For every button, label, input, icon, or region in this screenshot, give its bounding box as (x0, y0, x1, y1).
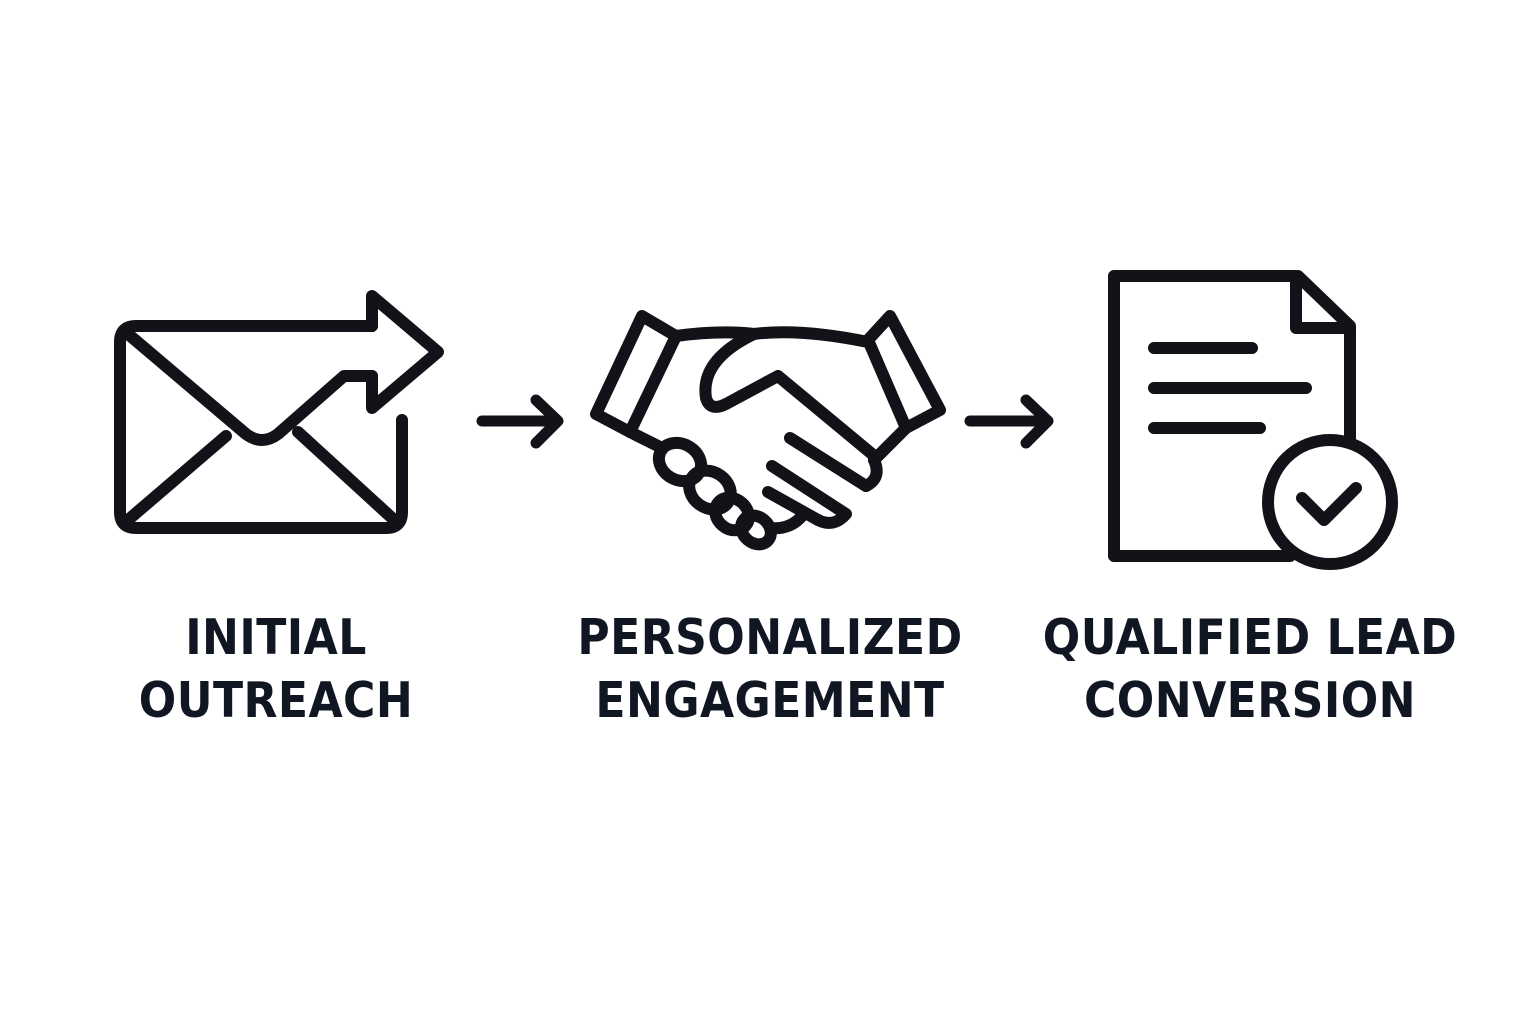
arrow-right-icon (470, 385, 580, 464)
arrow-right-icon (955, 385, 1065, 464)
step-label-initial-outreach: INITIAL OUTREACH (118, 606, 435, 732)
step-label-line1: INITIAL (185, 609, 367, 666)
step-label-line1: QUALIFIED LEAD (1042, 609, 1458, 666)
step-label-personalized-engagement: PERSONALIZED ENGAGEMENT (563, 606, 977, 732)
email-send-icon (100, 280, 460, 550)
step-label-line2: ENGAGEMENT (595, 672, 945, 729)
handshake-icon (580, 300, 960, 560)
step-label-line1: PERSONALIZED (577, 609, 963, 666)
step-label-line2: OUTREACH (138, 672, 414, 729)
step-label-line2: CONVERSION (1083, 672, 1417, 729)
step-label-qualified-lead-conversion: QUALIFIED LEAD CONVERSION (1034, 606, 1466, 732)
document-check-icon (1090, 260, 1410, 580)
